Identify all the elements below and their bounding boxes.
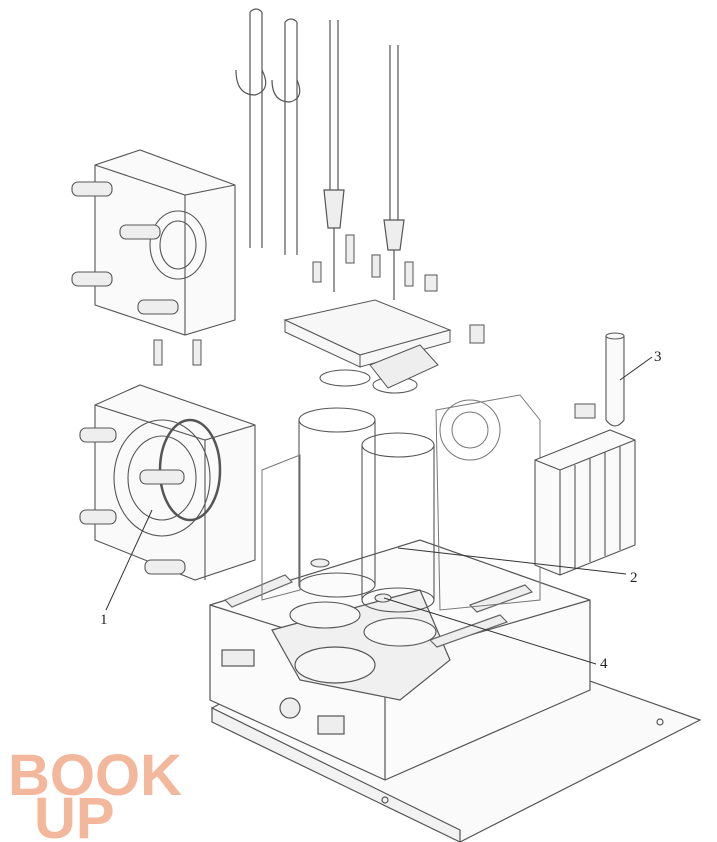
- left-upper-cell: [71, 149, 236, 336]
- watermark-top: BOOK: [8, 743, 182, 808]
- watermark-logo: BOOK UP: [8, 743, 182, 842]
- watermark-bottom: UP: [34, 786, 115, 842]
- manifold-plate: [283, 299, 452, 394]
- callout-3: 3: [654, 349, 662, 365]
- left-lower-cell: [79, 384, 256, 581]
- test-tube: [605, 332, 625, 427]
- small-connectors: [153, 234, 596, 419]
- glass-tubes: [235, 8, 405, 300]
- callout-1: 1: [100, 612, 108, 628]
- callout-2: 2: [630, 570, 638, 586]
- callout-4: 4: [600, 656, 608, 672]
- test-tube-rack: [534, 429, 636, 576]
- chamber-cylinders: [289, 407, 437, 647]
- leader-lines: [105, 356, 653, 665]
